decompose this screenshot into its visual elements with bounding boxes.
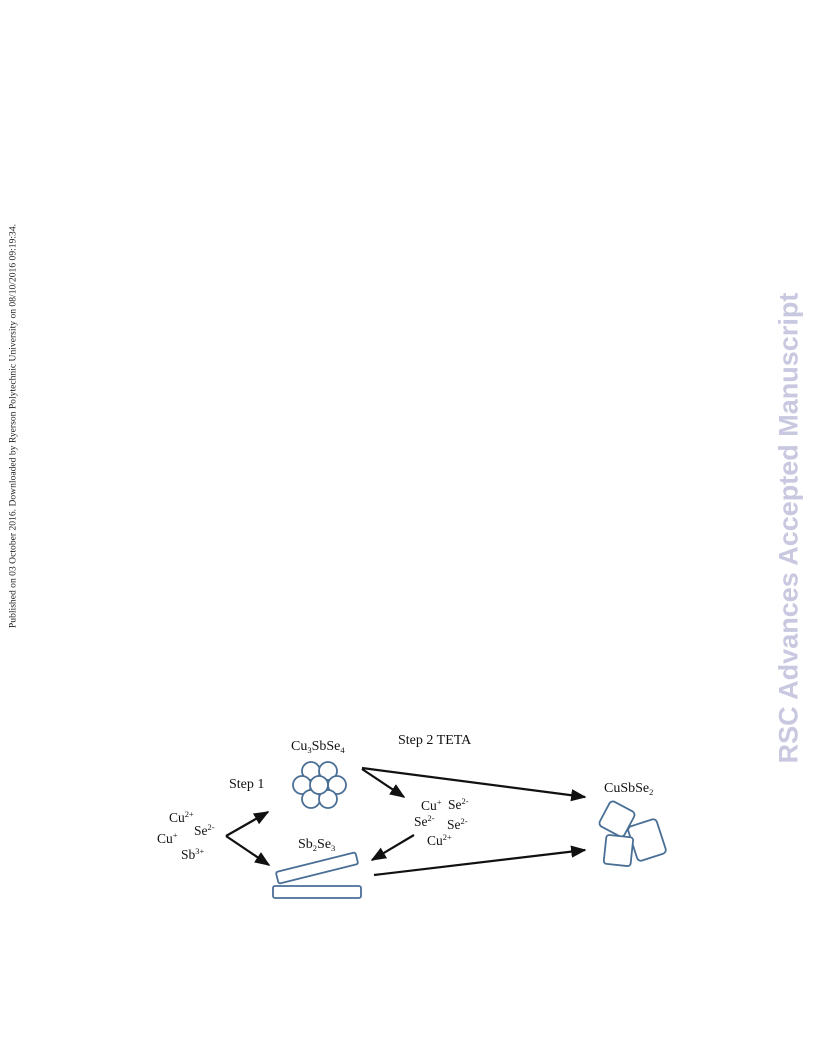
- step1-label: Step 1: [229, 777, 264, 792]
- arrow-sb2se3-to-cusbse2: [373, 845, 587, 877]
- ion-se2minus-left: Se2-: [194, 822, 215, 838]
- arrow-ions-to-sb2se3: [370, 834, 415, 861]
- arrow-to-sb2se3: [225, 835, 271, 866]
- ion-sb3plus-left: Sb3+: [181, 846, 205, 862]
- ion-cu2plus-left: Cu2+: [169, 809, 194, 825]
- arrow-to-cu3sbse4: [225, 811, 270, 837]
- cusbse2-cubes: [598, 800, 667, 867]
- ion-cu2plus-mid: Cu2+: [427, 832, 452, 848]
- arrow-cu3sbse4-to-ions: [361, 768, 406, 798]
- step2-label: Step 2 TETA: [398, 733, 472, 748]
- cusbse2-label: CuSbSe2: [604, 781, 653, 797]
- cu3sbse4-cluster: [292, 761, 347, 809]
- ion-cuplus-mid: Cu+: [421, 797, 442, 813]
- reaction-arrows: [225, 766, 587, 877]
- ion-cuplus-left: Cu+: [157, 830, 178, 846]
- ion-se2minus-mid-1: Se2-: [448, 796, 469, 812]
- arrow-cu3sbse4-to-cusbse2: [361, 766, 587, 802]
- sb2se3-label: Sb2Se3: [298, 837, 335, 853]
- sb2se3-rods: [272, 851, 362, 899]
- ion-se2minus-mid-2: Se2-: [414, 813, 435, 829]
- ion-se2minus-mid-3: Se2-: [447, 816, 468, 832]
- cu3sbse4-label: Cu3SbSe4: [291, 739, 345, 755]
